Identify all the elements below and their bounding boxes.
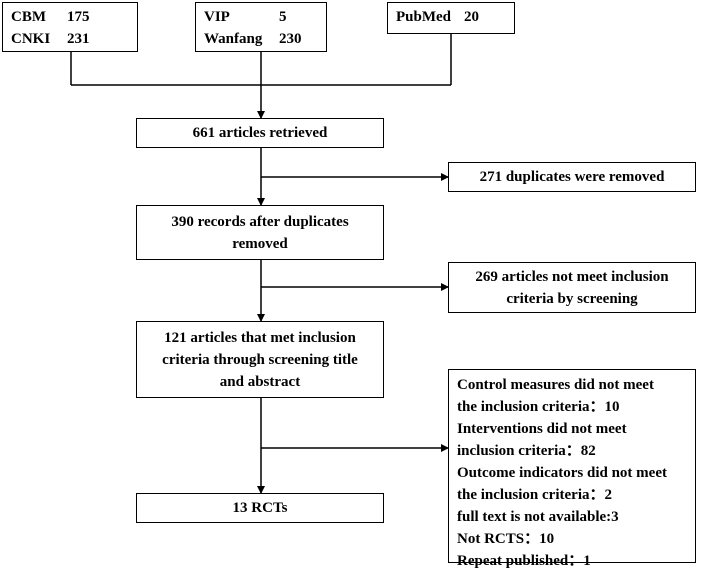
duplicates-removed-label: 271 duplicates were removed [479, 169, 665, 185]
source-box-cbm-cnki: CBM 175 CNKI 231 [2, 2, 138, 52]
retrieved-label: 661 articles retrieved [192, 125, 328, 141]
source-count: 230 [279, 31, 302, 47]
source-box-pubmed: PubMed 20 [387, 2, 515, 34]
screening-excluded-line: criteria by screening [506, 290, 638, 307]
source-count: 175 [67, 9, 90, 25]
screened-line: 121 articles that met inclusion [164, 329, 356, 346]
exclusion-reason: Control measures did not meet [457, 377, 654, 393]
final-box: 13 RCTs [136, 493, 384, 523]
exclusion-reason: the inclusion criteria：2 [457, 487, 612, 503]
screening-excluded-box: 269 articles not meet inclusion criteria… [448, 262, 696, 313]
screening-excluded-line: 269 articles not meet inclusion [475, 268, 669, 285]
source-count: 5 [279, 9, 287, 25]
screened-box: 121 articles that met inclusion criteria… [136, 321, 384, 398]
exclusion-reason: full text is not available:3 [457, 509, 619, 525]
source-name: PubMed [396, 9, 452, 25]
after-duplicates-box: 390 records after duplicates removed [136, 205, 384, 260]
after-duplicates-line: 390 records after duplicates [171, 213, 349, 230]
source-box-vip-wanfang: VIP 5 Wanfang 230 [195, 2, 327, 52]
source-count: 231 [67, 31, 90, 47]
fulltext-excluded-box: Control measures did not meet the inclus… [448, 369, 696, 569]
source-name: CNKI [11, 31, 51, 47]
exclusion-reason: Not RCTS：10 [457, 531, 555, 547]
source-name: VIP [204, 9, 230, 25]
screened-line: criteria through screening title [162, 351, 358, 368]
source-name: CBM [11, 9, 46, 25]
exclusion-reason: the inclusion criteria：10 [457, 399, 620, 415]
exclusion-reason: Interventions did not meet [457, 421, 627, 437]
screened-line: and abstract [219, 373, 301, 390]
final-label: 13 RCTs [232, 500, 288, 516]
exclusion-reason: inclusion criteria：82 [457, 443, 596, 459]
source-count: 20 [464, 9, 479, 25]
exclusion-reason: Outcome indicators did not meet [457, 465, 667, 481]
exclusion-reason: Repeat published：1 [457, 553, 591, 569]
source-name: Wanfang [204, 31, 263, 47]
after-duplicates-line: removed [232, 235, 288, 252]
duplicates-removed-box: 271 duplicates were removed [448, 162, 696, 192]
retrieved-box: 661 articles retrieved [136, 118, 384, 148]
